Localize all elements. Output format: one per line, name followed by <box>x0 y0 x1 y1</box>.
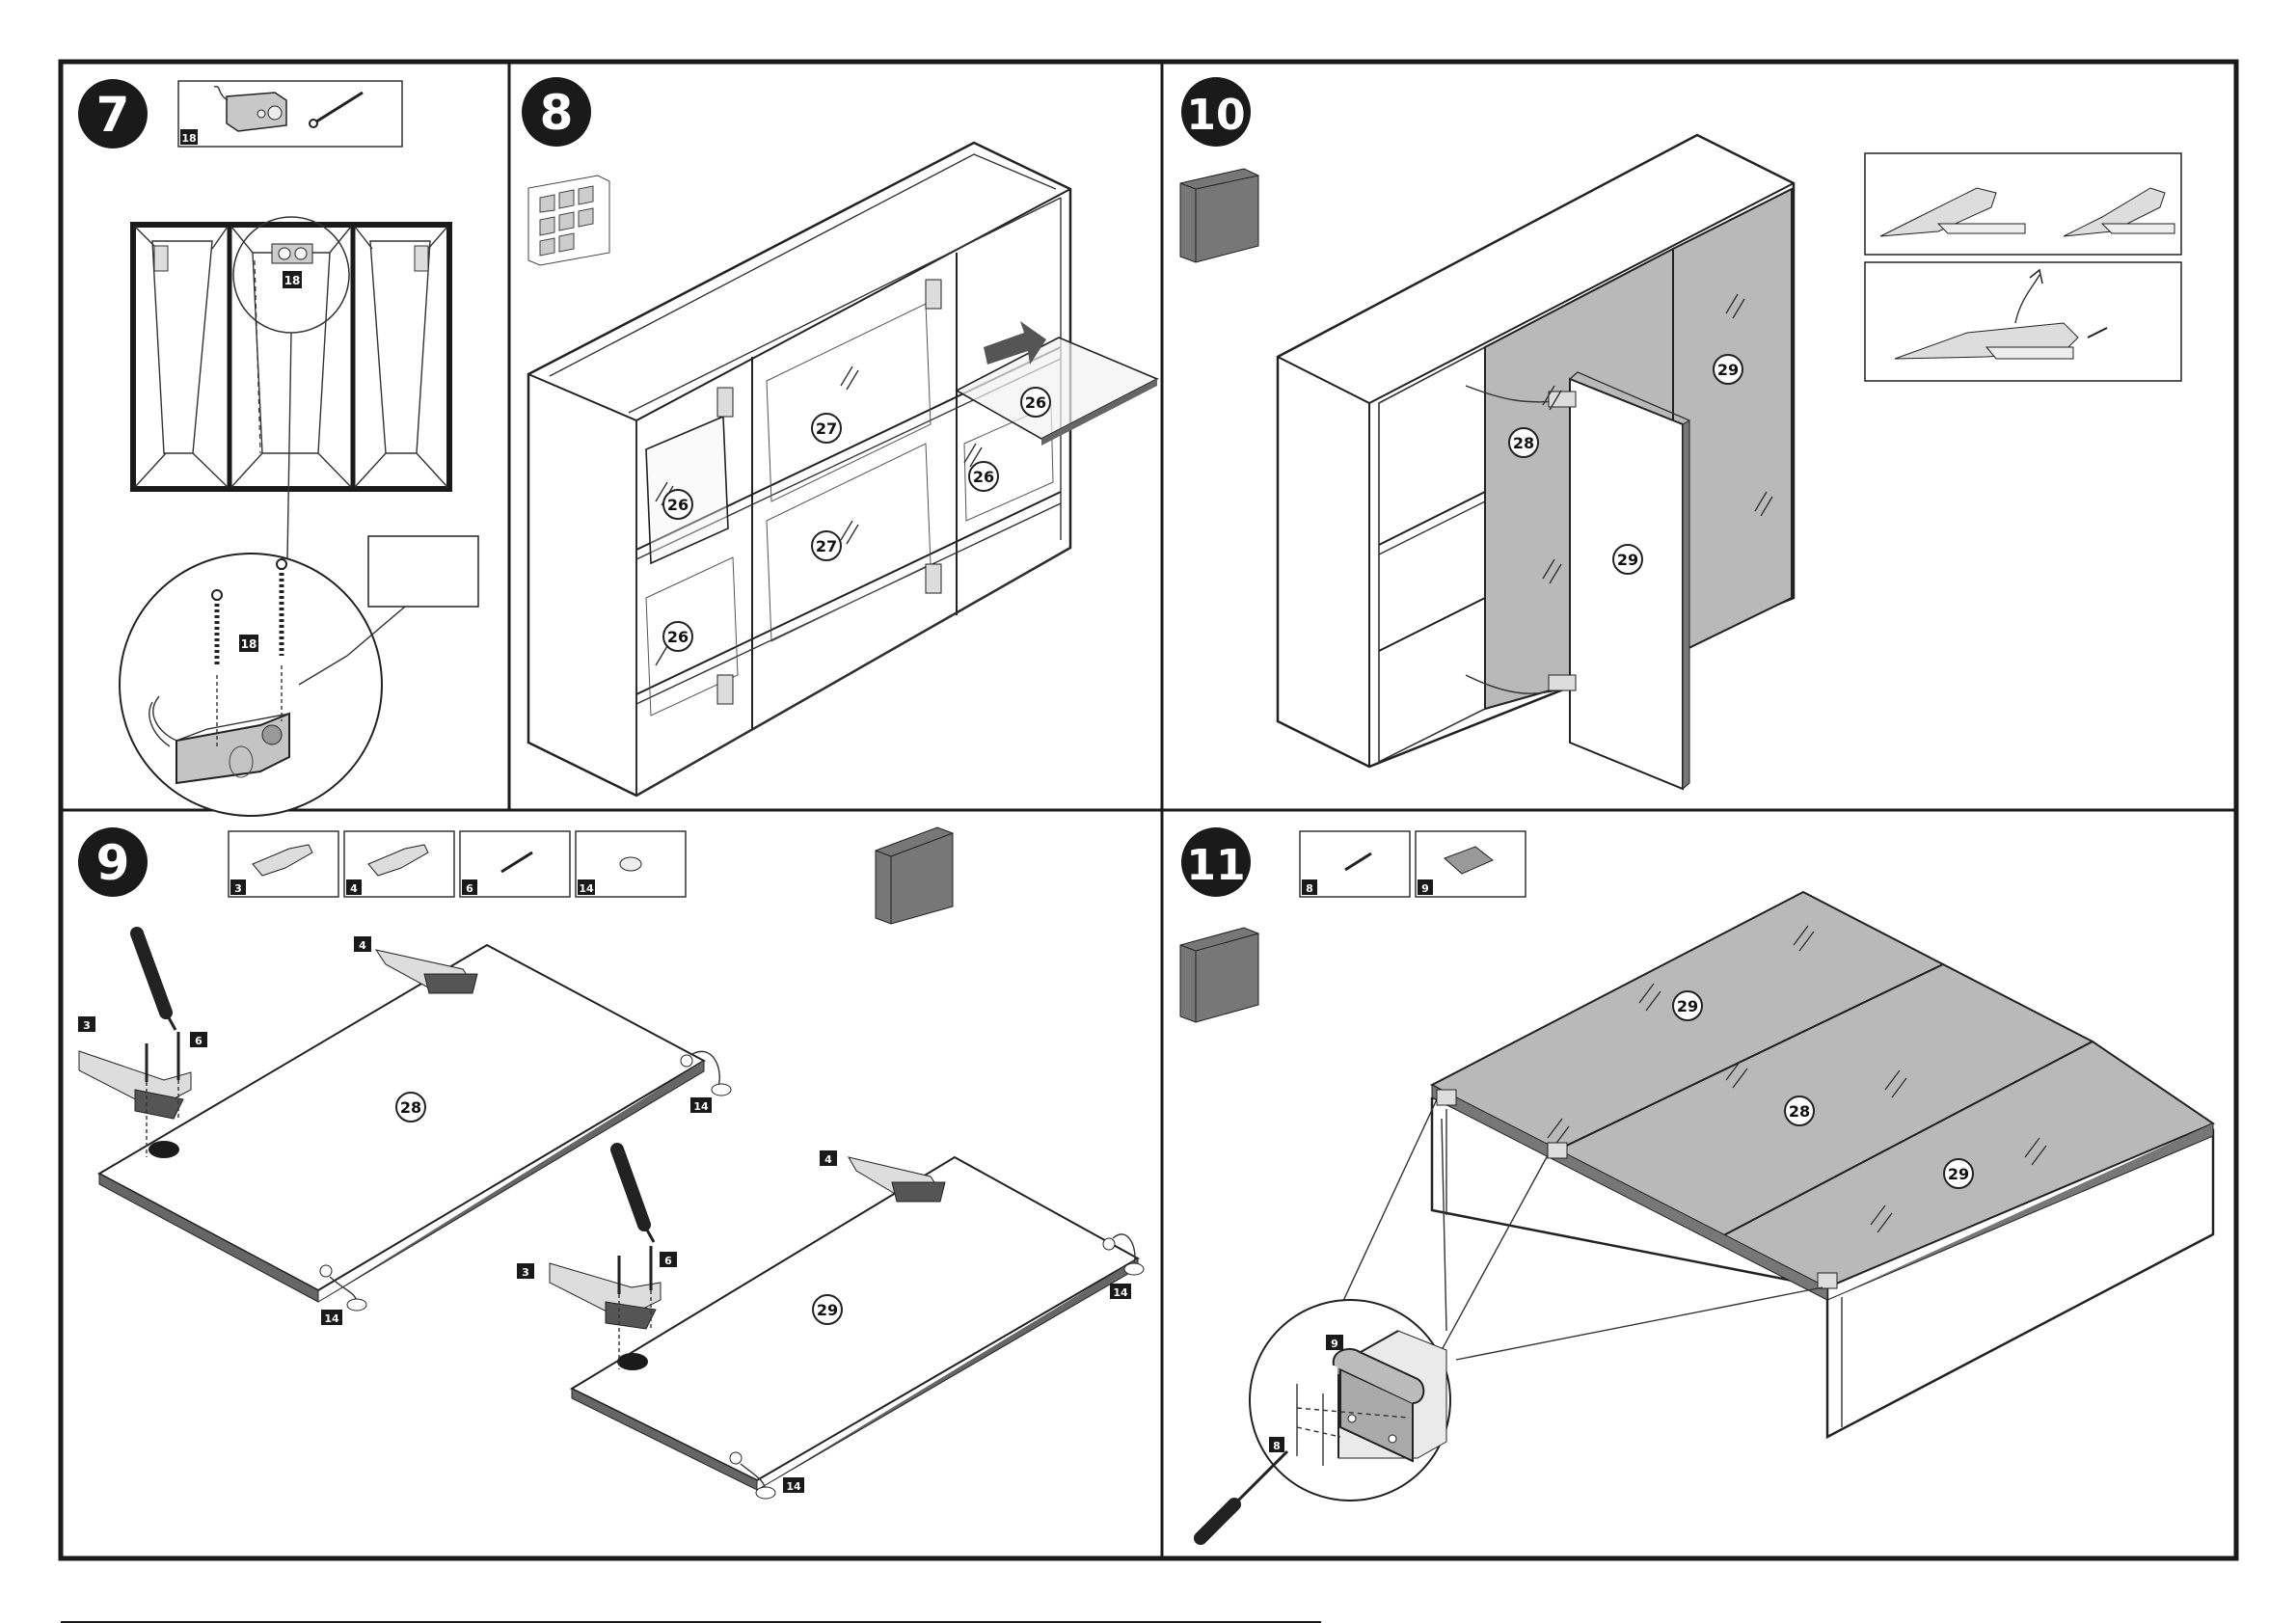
step-10: 10 <box>1180 77 2181 789</box>
svg-text:4: 4 <box>350 882 358 895</box>
svg-text:28: 28 <box>1789 1102 1810 1121</box>
svg-text:14: 14 <box>1113 1286 1128 1299</box>
parts-boxes-step9: 3 4 6 14 <box>229 831 686 897</box>
step-8: 8 <box>522 77 1157 796</box>
svg-text:6: 6 <box>466 882 473 895</box>
cabinet-mini-icon <box>876 827 953 924</box>
step-11: 11 8 9 <box>1180 827 2213 1538</box>
step-number: 8 <box>540 85 574 141</box>
door-panel-29: 29 3 4 6 14 14 <box>517 1150 1144 1499</box>
svg-text:29: 29 <box>817 1301 838 1319</box>
shelf-pins-icon <box>528 176 609 265</box>
cabinet-mini-icon <box>1180 169 1258 262</box>
hinge-detail-box-2 <box>1865 262 2181 381</box>
svg-text:6: 6 <box>195 1035 203 1047</box>
svg-text:9: 9 <box>1421 882 1429 895</box>
parts-box-hardware <box>178 81 402 147</box>
svg-text:3: 3 <box>522 1266 529 1279</box>
svg-text:26: 26 <box>1025 393 1046 412</box>
step-9: 9 3 4 6 14 <box>78 827 1144 1499</box>
door-panel-28: 28 3 4 6 14 14 <box>78 933 731 1325</box>
svg-text:3: 3 <box>234 882 242 895</box>
part-tag: 18 <box>284 274 301 287</box>
svg-text:26: 26 <box>667 496 689 514</box>
detail-callout <box>120 554 382 816</box>
svg-text:14: 14 <box>579 882 594 895</box>
step-number: 9 <box>96 835 130 891</box>
svg-text:8: 8 <box>1306 882 1313 895</box>
parts-boxes-step11: 8 9 <box>1300 831 1526 897</box>
svg-text:8: 8 <box>1273 1440 1281 1452</box>
svg-text:29: 29 <box>1948 1165 1969 1183</box>
step-number: 10 <box>1186 91 1245 140</box>
svg-text:27: 27 <box>816 537 837 555</box>
part-tag: 18 <box>241 637 257 651</box>
svg-text:3: 3 <box>83 1019 91 1032</box>
step-7: 7 18 18 <box>78 79 478 816</box>
svg-text:14: 14 <box>786 1480 801 1493</box>
svg-text:29: 29 <box>1617 551 1638 569</box>
svg-text:26: 26 <box>667 628 689 646</box>
svg-text:9: 9 <box>1331 1338 1338 1350</box>
svg-text:29: 29 <box>1677 997 1698 1015</box>
step-number: 7 <box>96 87 130 143</box>
step-number: 11 <box>1186 841 1245 890</box>
svg-text:28: 28 <box>400 1098 421 1117</box>
svg-text:29: 29 <box>1717 361 1739 379</box>
cabinet-3d-open <box>528 143 1157 796</box>
svg-text:28: 28 <box>1513 434 1534 452</box>
label-placeholder-box <box>368 536 478 607</box>
svg-text:6: 6 <box>664 1255 672 1267</box>
bumper-icon <box>620 857 641 871</box>
svg-text:4: 4 <box>359 939 366 952</box>
part-tag: 18 <box>181 132 196 145</box>
svg-text:14: 14 <box>324 1312 339 1325</box>
cabinet-mini-icon <box>1180 928 1258 1022</box>
svg-text:27: 27 <box>816 419 837 438</box>
svg-text:4: 4 <box>824 1153 832 1166</box>
svg-text:14: 14 <box>693 1100 709 1113</box>
svg-text:26: 26 <box>973 468 994 486</box>
cabinet-with-doors <box>1278 135 1794 789</box>
